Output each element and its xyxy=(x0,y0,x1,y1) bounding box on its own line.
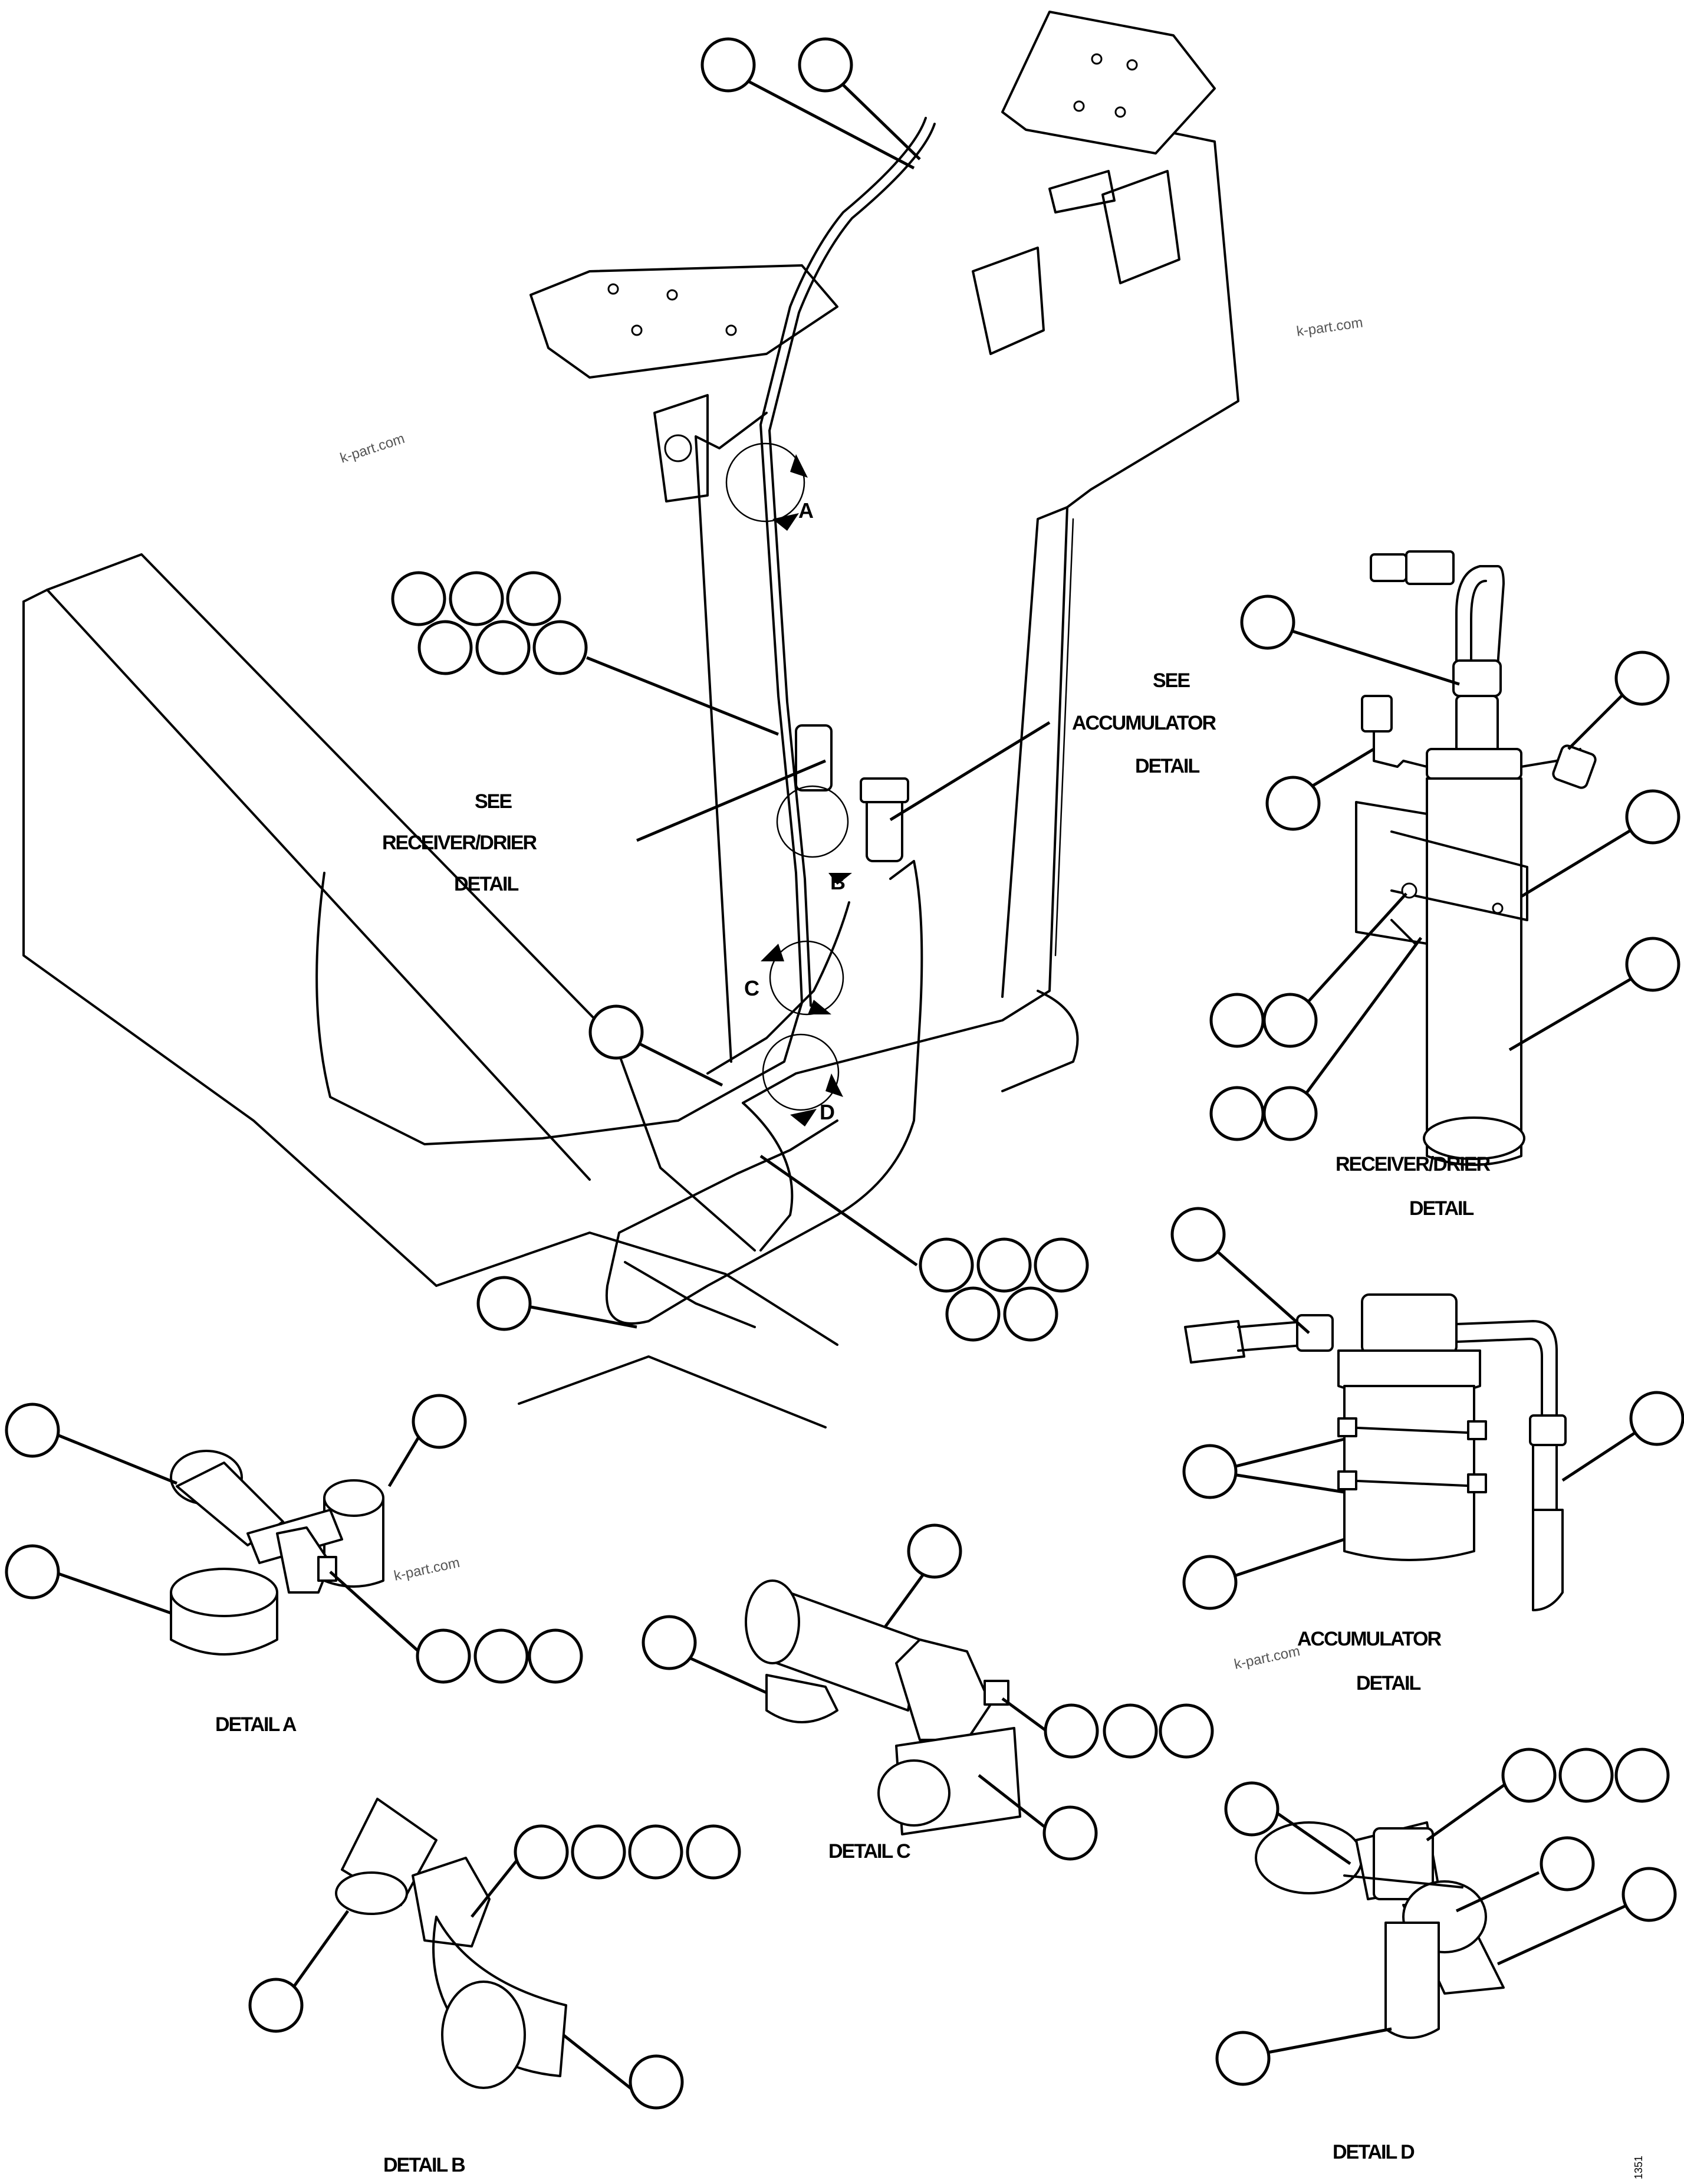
detail-marker-a: A xyxy=(725,442,814,531)
callout-circle xyxy=(588,1004,644,1060)
callout-circle xyxy=(1265,776,1321,831)
see-accumulator-label: ACCUMULATOR xyxy=(1072,712,1216,734)
callout-circle xyxy=(907,1523,962,1579)
detail-d-label: DETAIL D xyxy=(1333,2141,1415,2163)
detail-a-label: DETAIL A xyxy=(215,1713,297,1736)
figure-reference: 1351 xyxy=(1633,2156,1644,2179)
callout-circle xyxy=(391,571,446,626)
callout-circle xyxy=(1629,1391,1684,1446)
watermark: k-part.com xyxy=(338,431,407,467)
callout-circle xyxy=(945,1286,1001,1342)
callout-circle xyxy=(416,1628,471,1684)
accumulator-detail-label: ACCUMULATOR xyxy=(1297,1628,1441,1650)
watermark: k-part.com xyxy=(1233,1643,1301,1673)
see-accumulator-label: DETAIL xyxy=(1135,755,1199,777)
callout-circle xyxy=(417,620,473,675)
detail-a: k-part.com DETAIL A xyxy=(5,1394,583,1736)
detail-marker-b: B xyxy=(776,785,852,894)
detail-letter-c: C xyxy=(744,976,759,1000)
callout-circle xyxy=(1170,1207,1226,1262)
callout-circle xyxy=(976,1237,1032,1293)
callout-circle xyxy=(798,37,853,93)
callout-circle xyxy=(1182,1555,1238,1610)
receiver-drier-detail: RECEIVER/DRIER DETAIL xyxy=(1209,550,1680,1220)
callout-circle xyxy=(449,571,504,626)
accumulator-detail-label: DETAIL xyxy=(1356,1672,1420,1694)
see-receiver-label: RECEIVER/DRIER xyxy=(382,832,537,854)
callout-circle xyxy=(642,1615,697,1670)
callout-circle xyxy=(1540,1836,1595,1891)
callout-circle xyxy=(1614,651,1670,706)
callout-circle xyxy=(1103,1703,1158,1759)
callout-circle xyxy=(1614,1748,1670,1803)
callout-circle xyxy=(1625,937,1680,992)
callout-circle xyxy=(412,1394,467,1449)
callout-circle xyxy=(1159,1703,1214,1759)
callout-circle xyxy=(700,37,756,93)
detail-b-label: DETAIL B xyxy=(383,2154,465,2176)
callout-circle xyxy=(1262,993,1318,1048)
callout-circle xyxy=(1558,1748,1614,1803)
callout-circle xyxy=(1215,2031,1271,2086)
detail-letter-d: D xyxy=(820,1100,835,1124)
callout-circle xyxy=(506,571,561,626)
callout-circle xyxy=(248,1978,304,2033)
watermark: k-part.com xyxy=(1295,314,1364,340)
callout-circle xyxy=(1240,595,1295,650)
callout-circle xyxy=(919,1237,974,1293)
receiver-detail-label: RECEIVER/DRIER xyxy=(1336,1153,1490,1175)
callout-circle xyxy=(1224,1781,1280,1837)
watermark: k-part.com xyxy=(393,1555,461,1584)
main-assembly: A B C D k-part.com k-part.com SEE RECEIV… xyxy=(22,11,1364,1428)
see-receiver-label: DETAIL xyxy=(454,873,518,895)
callout-circle xyxy=(532,620,588,675)
callout-circle xyxy=(528,1628,583,1684)
detail-letter-a: A xyxy=(798,498,814,523)
callout-circle xyxy=(1034,1237,1089,1293)
callout-circle xyxy=(628,1824,683,1880)
detail-marker-d: D xyxy=(762,1033,843,1127)
detail-c: DETAIL C xyxy=(642,1523,1214,1863)
callout-circle xyxy=(1262,1086,1318,1141)
callout-circle xyxy=(1003,1286,1058,1342)
callout-circle xyxy=(476,1276,532,1331)
detail-marker-c: C xyxy=(744,940,844,1016)
callout-circle xyxy=(1621,1867,1677,1922)
see-accumulator-label: SEE xyxy=(1153,669,1190,692)
callout-circle xyxy=(475,620,531,675)
callout-circle xyxy=(514,1824,569,1880)
callout-circle xyxy=(1182,1444,1238,1499)
detail-c-label: DETAIL C xyxy=(828,1840,910,1863)
accumulator-detail: k-part.com ACCUMULATOR DETAIL xyxy=(1170,1207,1684,1694)
detail-letter-b: B xyxy=(830,870,846,894)
detail-b: DETAIL B xyxy=(248,1798,741,2176)
callout-circle xyxy=(629,2054,684,2110)
callout-circle xyxy=(1625,789,1680,845)
detail-d: DETAIL D xyxy=(1215,1748,1677,2163)
callout-circle xyxy=(5,1544,60,1600)
callout-circle xyxy=(1044,1703,1099,1759)
callout-circle xyxy=(1209,1086,1265,1141)
callout-circle xyxy=(1209,993,1265,1048)
receiver-detail-label: DETAIL xyxy=(1409,1197,1474,1220)
callout-circle xyxy=(5,1403,60,1458)
callout-circle xyxy=(571,1824,626,1880)
see-receiver-label: SEE xyxy=(475,790,512,813)
callout-circle xyxy=(1501,1748,1557,1803)
callout-circle xyxy=(1042,1805,1098,1861)
callout-circle xyxy=(686,1824,741,1880)
callout-circle xyxy=(473,1628,529,1684)
